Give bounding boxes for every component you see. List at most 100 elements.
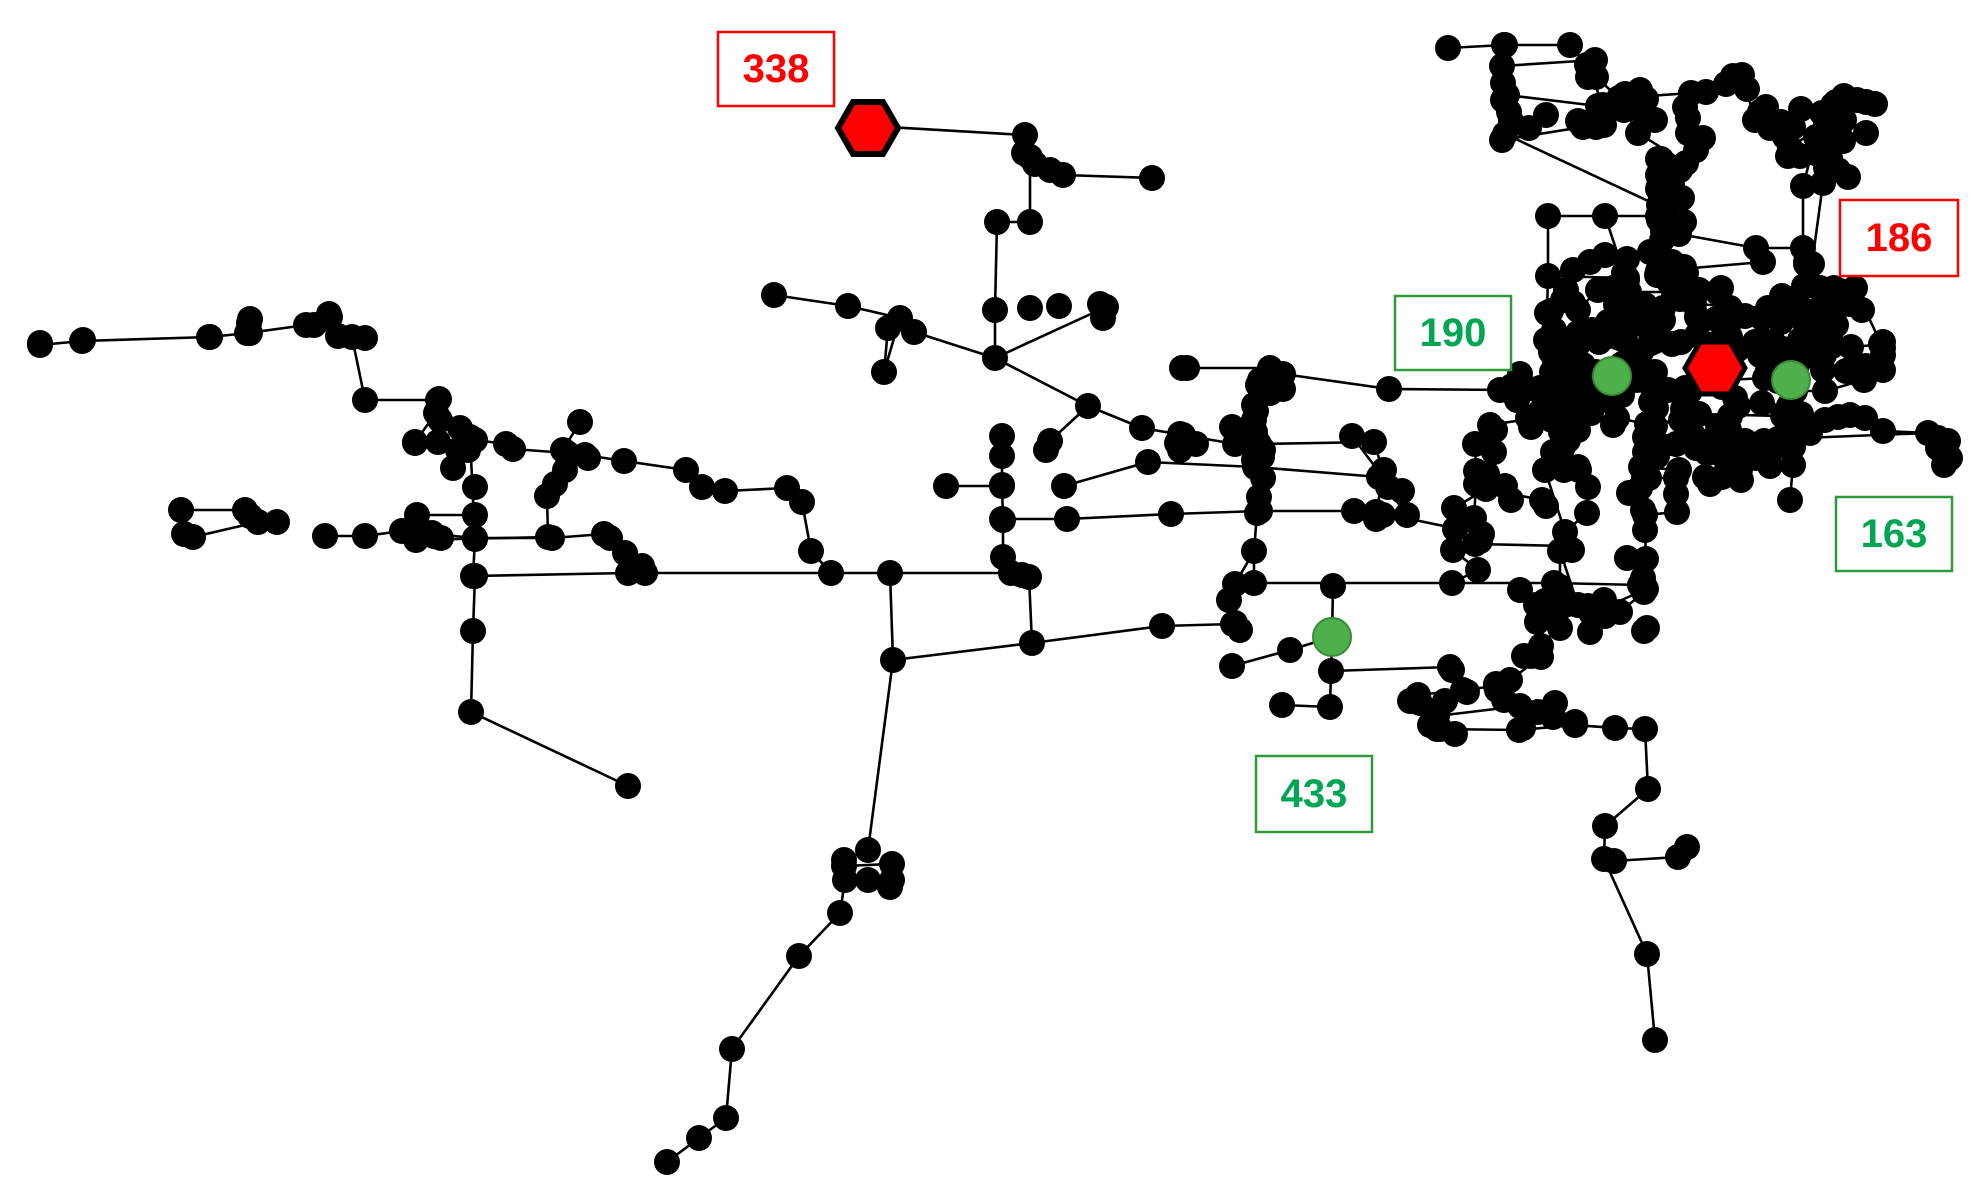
network-node	[552, 457, 578, 483]
network-node	[1728, 441, 1754, 467]
network-node	[1680, 424, 1706, 450]
network-node	[1671, 209, 1697, 235]
network-node	[1642, 107, 1668, 133]
svg-text:338: 338	[743, 47, 810, 91]
network-node	[989, 506, 1015, 532]
network-node	[462, 474, 488, 500]
network-node	[827, 900, 853, 926]
network-node	[1793, 251, 1819, 277]
network-node	[534, 483, 560, 509]
highlighted-nodes	[834, 99, 1811, 657]
network-node	[1363, 499, 1389, 525]
network-node	[1269, 692, 1295, 718]
network-node	[1249, 444, 1275, 470]
network-node	[1823, 312, 1849, 338]
network-node	[1768, 109, 1794, 135]
network-node	[1690, 125, 1716, 151]
network-node	[352, 523, 378, 549]
label-338: 338	[716, 30, 836, 108]
network-node	[1432, 688, 1458, 714]
network-node	[1667, 157, 1693, 183]
network-node	[611, 448, 637, 474]
network-node	[70, 327, 96, 353]
network-node	[615, 773, 641, 799]
network-node	[1435, 35, 1461, 61]
network-node	[1376, 376, 1402, 402]
network-node	[1219, 653, 1245, 679]
network-node	[1518, 643, 1544, 669]
network-node	[1645, 305, 1671, 331]
network-node	[831, 853, 857, 879]
network-node	[1490, 87, 1516, 113]
network-node	[989, 473, 1015, 499]
network-node	[1167, 437, 1193, 463]
network-nodes	[27, 32, 1963, 1175]
network-node	[1925, 428, 1951, 454]
network-node	[1535, 203, 1561, 229]
network-node	[1139, 165, 1165, 191]
network-node	[933, 473, 959, 499]
network-node	[237, 306, 263, 332]
network-node	[1241, 570, 1267, 596]
network-node	[1663, 465, 1689, 491]
network-node	[990, 544, 1016, 570]
network-node	[880, 647, 906, 673]
network-node	[1849, 297, 1875, 323]
network-node	[1632, 502, 1658, 528]
green-node-433	[1312, 617, 1352, 657]
network-node	[1870, 418, 1896, 444]
network-node	[1635, 776, 1661, 802]
green-node-190	[1592, 356, 1632, 396]
network-node	[1870, 329, 1896, 355]
network-node	[1541, 317, 1567, 343]
network-node	[1441, 495, 1467, 521]
network-node	[462, 525, 488, 551]
network-node	[1637, 239, 1663, 265]
network-node	[1244, 500, 1270, 526]
network-node	[1592, 603, 1618, 629]
network-node	[984, 209, 1010, 235]
network-node	[855, 867, 881, 893]
network-node	[1634, 941, 1660, 967]
network-node	[1614, 545, 1640, 571]
network-node	[575, 445, 601, 471]
label-163: 163	[1834, 495, 1954, 573]
network-node	[1616, 480, 1642, 506]
network-node	[1853, 120, 1879, 146]
network-node	[1684, 304, 1710, 330]
network-node	[901, 319, 927, 345]
network-node	[713, 1105, 739, 1131]
network-node	[879, 867, 905, 893]
network-node	[1341, 498, 1367, 524]
network-node	[1361, 429, 1387, 455]
network-node	[1750, 249, 1776, 275]
network-node	[1407, 690, 1433, 716]
svg-text:433: 433	[1281, 772, 1348, 816]
network-node	[1821, 275, 1847, 301]
network-node	[462, 502, 488, 528]
network-node	[1371, 457, 1397, 483]
network-node	[1243, 398, 1269, 424]
network-node	[1454, 679, 1480, 705]
network-node	[389, 518, 415, 544]
network-node	[1632, 716, 1658, 742]
network-node	[1033, 437, 1059, 463]
network-node	[1800, 343, 1826, 369]
network-node	[1241, 538, 1267, 564]
network-node	[1339, 423, 1365, 449]
network-node	[500, 436, 526, 462]
network-node	[789, 489, 815, 515]
network-node	[1749, 390, 1775, 416]
network-node	[798, 538, 824, 564]
network-node	[1219, 414, 1245, 440]
network-node	[1670, 396, 1696, 422]
network-node	[1318, 658, 1344, 684]
network-node	[1050, 162, 1076, 188]
network-node	[1602, 715, 1628, 741]
network-node	[1009, 562, 1035, 588]
network-node	[312, 523, 338, 549]
network-node	[1440, 537, 1466, 563]
network-node	[1592, 203, 1618, 229]
label-186: 186	[1838, 198, 1960, 278]
network-node	[1129, 415, 1155, 441]
